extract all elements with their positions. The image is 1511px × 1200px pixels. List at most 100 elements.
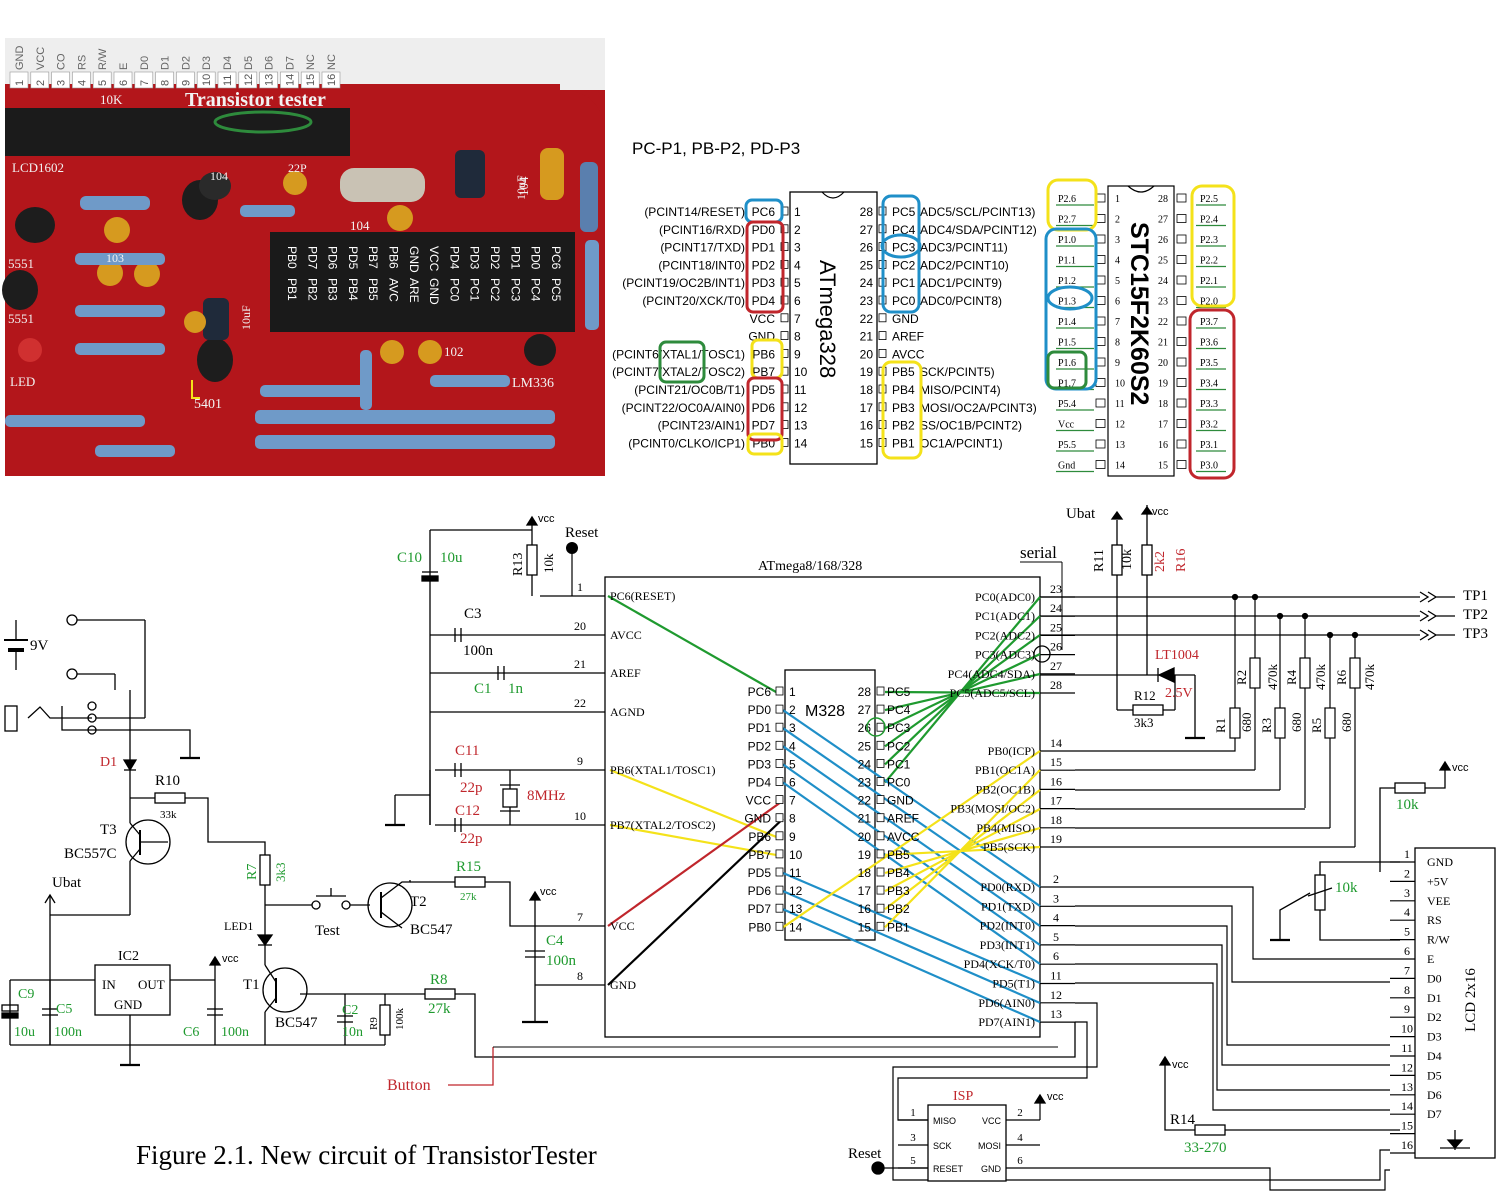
lcd-pin-name: R/W <box>1427 933 1450 947</box>
m328-left-pin: PD5 <box>748 866 772 880</box>
socket-top-label: GND <box>407 246 421 273</box>
atmega-right-pin: PC0 <box>892 294 916 308</box>
c4-label: C4 <box>546 933 564 949</box>
c9-value: 10u <box>14 1025 35 1040</box>
socket-top-label: PD1 <box>508 246 522 270</box>
mcu-pin-name: PC0(ADC0) <box>975 590 1035 604</box>
m328-pin-num: 21 <box>858 812 872 826</box>
mcu-pin-name: PC2(ADC2) <box>975 628 1035 642</box>
atmega-left-pin: PD3 <box>752 276 776 290</box>
lcd-pin-name: RS <box>1427 913 1442 927</box>
mcu-pin-num: 24 <box>1050 601 1062 615</box>
t1-label: T1 <box>243 977 260 993</box>
d1-label: D1 <box>100 755 117 770</box>
pin-label: D6 <box>264 56 276 70</box>
stc-right-pin: P2.0 <box>1200 297 1218 308</box>
pin-cell <box>196 71 216 89</box>
isp-pin-name: MISO <box>933 1116 956 1126</box>
m328-pin-num: 10 <box>789 848 803 862</box>
resistor-text: 470k <box>1313 664 1328 691</box>
pin-number: 1 <box>14 80 26 86</box>
mcu-pin-num: 22 <box>574 696 586 710</box>
m328-pin-num: 2 <box>789 703 796 717</box>
atmega-pin-num: 4 <box>794 258 801 272</box>
silk-104c: 104 <box>210 169 228 183</box>
stc-pin-num: 18 <box>1158 399 1168 410</box>
silk-104a: 104 <box>350 218 370 233</box>
m328-right-pin: PC4 <box>887 703 911 717</box>
m328-pin-num: 3 <box>789 721 796 735</box>
board-title: Transistor tester <box>185 89 326 111</box>
mcu-pin-name: VCC <box>610 919 635 933</box>
mcu-pin-name: AREF <box>610 666 641 680</box>
lcd-pin-num: 2 <box>1404 866 1410 880</box>
mcu-pin-name: PB7(XTAL2/TOSC2) <box>610 818 716 832</box>
pin-number: 14 <box>284 74 296 86</box>
m328-left-pin: GND <box>744 812 771 826</box>
socket-top-label: PD3 <box>468 246 482 270</box>
atmega-pin-num: 22 <box>860 312 874 326</box>
pin-number: 12 <box>243 74 255 86</box>
lcd-pin-name: D7 <box>1427 1107 1442 1121</box>
stc-left-pin: P5.5 <box>1058 440 1076 451</box>
stc-pin-num: 15 <box>1158 461 1168 472</box>
m328-left-pin: PD1 <box>748 721 772 735</box>
atmega-left-func: (PCINT21/OC0B/T1) <box>634 383 745 397</box>
mcu-pin-num: 6 <box>1053 949 1059 963</box>
mcu-pin-name: PD7(AIN1) <box>978 1015 1035 1029</box>
resistor-text: R2 <box>1234 670 1249 685</box>
pin-cell <box>217 71 237 89</box>
atmega-pin-num: 10 <box>794 365 808 379</box>
m328-pin-num: 27 <box>858 703 872 717</box>
stc-pin-num: 6 <box>1115 297 1120 308</box>
r8-value: 27k <box>428 1001 451 1017</box>
stc-right-pin: P2.2 <box>1200 256 1218 267</box>
socket-bottom-label: PC2 <box>488 278 502 302</box>
socket-bottom-label: PB3 <box>326 278 340 301</box>
mcu-pin-num: 8 <box>577 969 583 983</box>
resistor-text: R4 <box>1284 669 1299 685</box>
r10-value: 33k <box>160 809 177 821</box>
atmega-left-func: (PCINT17/TXD) <box>660 241 745 255</box>
mcu-pin-name: AVCC <box>610 628 642 642</box>
atmega-pin-num: 24 <box>860 276 874 290</box>
mcu-pin-num: 9 <box>577 754 583 768</box>
atmega-pin-num: 1 <box>794 205 801 219</box>
isp-pin-num: 4 <box>1017 1132 1023 1144</box>
atmega-pin-num: 21 <box>860 330 874 344</box>
atmega-left-func: (PCINT22/OC0A/AIN0) <box>622 401 745 415</box>
stc-pin-num: 9 <box>1115 358 1120 369</box>
socket-top-label: PD7 <box>305 246 319 270</box>
atmega-left-func: (PCINT23/AIN1) <box>658 419 745 433</box>
stc-pin-num: 17 <box>1158 420 1168 431</box>
lcd-pin-num: 15 <box>1401 1119 1413 1133</box>
m328-pin-num: 6 <box>789 776 796 790</box>
socket-bottom-label: PC1 <box>468 278 482 302</box>
atmega-left-func: (PCINT14/RESET) <box>644 205 745 219</box>
stc-pin-num: 12 <box>1115 420 1125 431</box>
stc-left-pin: P5.4 <box>1058 399 1076 410</box>
socket-bottom-label: GND <box>427 278 441 305</box>
c11-value: 22p <box>460 780 483 796</box>
lcd-pin-num: 5 <box>1404 925 1410 939</box>
mcu-pin-num: 2 <box>1053 872 1059 886</box>
m328-right-pin: PC1 <box>887 757 911 771</box>
vcc-label: vcc <box>1047 1091 1064 1103</box>
silk-lcd: LCD1602 <box>12 160 64 175</box>
mcu-pin-num: 17 <box>1050 794 1062 808</box>
vcc-label: vcc <box>222 953 239 965</box>
m328-pin-num: 4 <box>789 739 796 753</box>
m328-left-pin: PC6 <box>748 685 772 699</box>
stc-left-pin: P2.7 <box>1058 215 1076 226</box>
socket-bottom-label: PB4 <box>346 278 360 301</box>
m328-name: M328 <box>805 703 845 720</box>
r11-value: 10k <box>1120 549 1135 570</box>
c3-label: C3 <box>464 606 482 622</box>
mcu-pin-num: 3 <box>1053 891 1059 905</box>
silk-103: 103 <box>106 251 124 265</box>
socket-bottom-label: PB5 <box>366 278 380 301</box>
atmega-right-func: ADC4/SDA/PCINT12) <box>920 223 1037 237</box>
c4-value: 100n <box>546 953 577 969</box>
stc-pin-num: 5 <box>1115 276 1120 287</box>
